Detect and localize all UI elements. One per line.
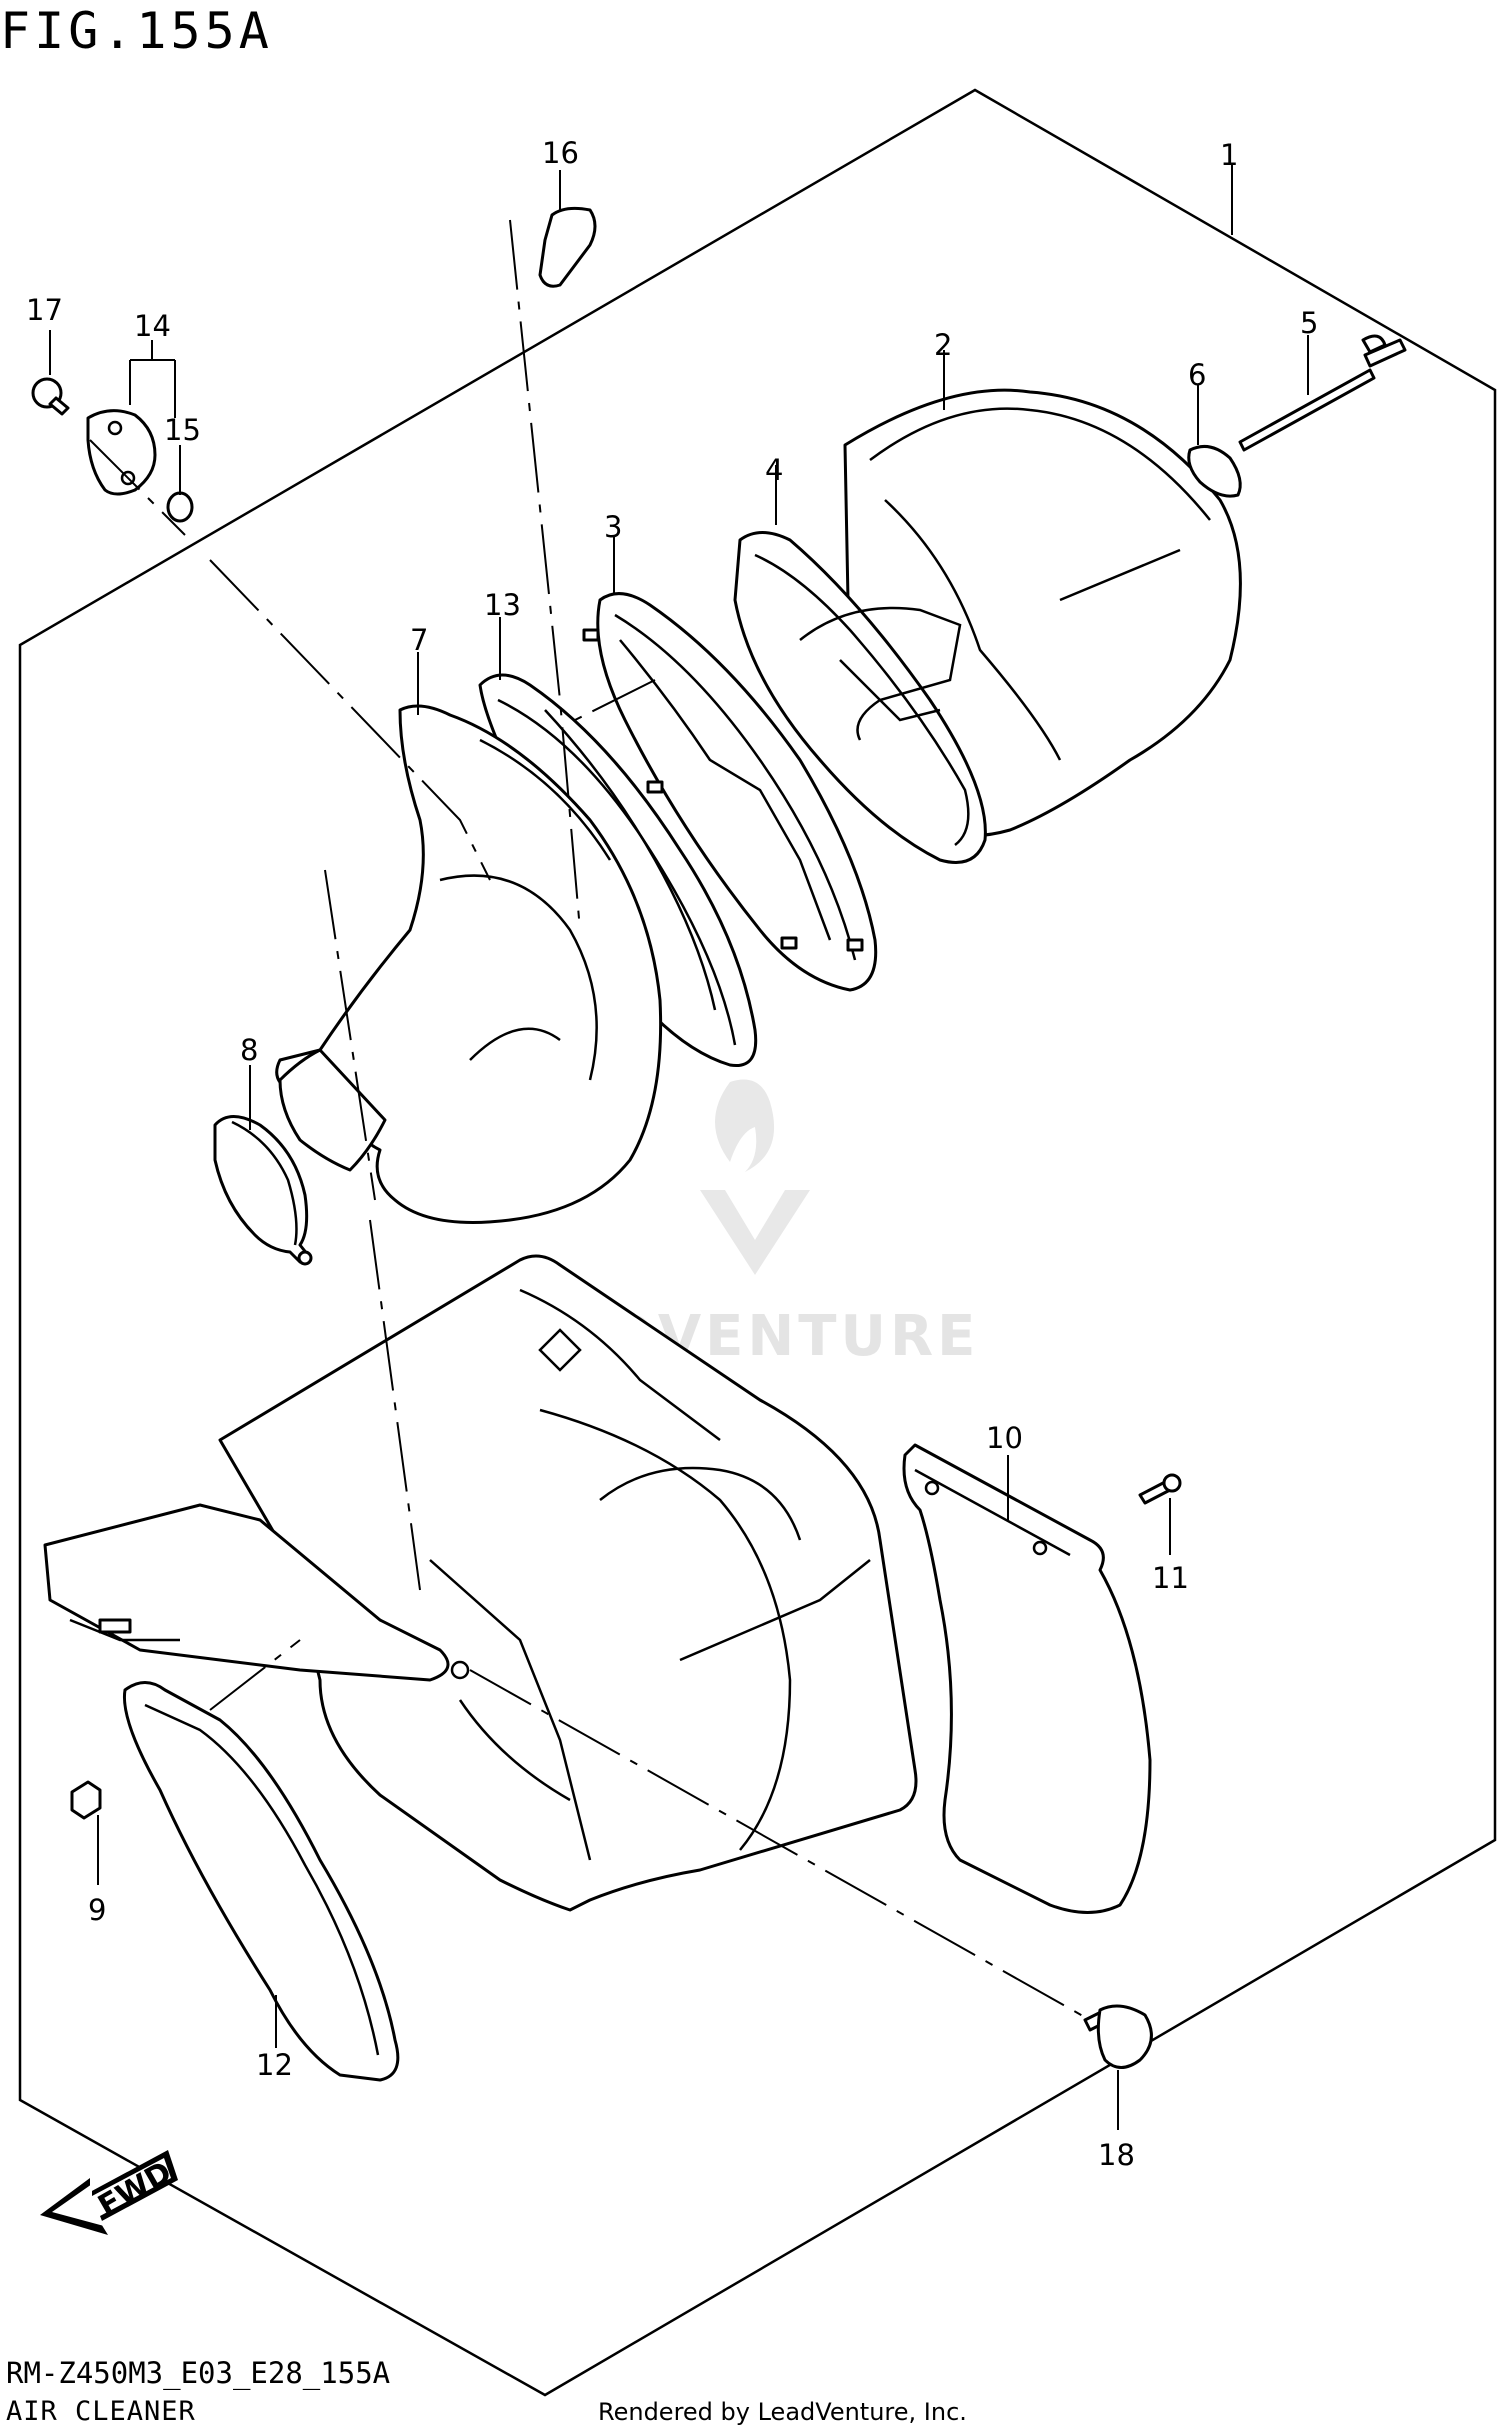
assembly-outline <box>18 88 1497 2397</box>
callout-leaders <box>49 165 1309 2130</box>
figure-code: RM-Z450M3_E03_E28_155A <box>6 2356 391 2390</box>
figure-title: FIG.155A <box>0 2 273 60</box>
callout-10: 10 <box>986 1421 1023 1455</box>
callout-1: 1 <box>1220 138 1238 172</box>
callout-6: 6 <box>1188 358 1206 392</box>
callout-9: 9 <box>88 1893 106 1927</box>
part-17-bolt <box>31 377 70 416</box>
airbox-body <box>218 1254 918 1912</box>
part-9-nut <box>70 1780 102 1820</box>
part-11-screw <box>1138 1473 1182 1505</box>
callout-11: 11 <box>1152 1561 1189 1595</box>
part-18-bolt <box>1083 2004 1153 2069</box>
part-14-breather <box>86 409 157 496</box>
callout-labels: 1 2 3 4 5 6 7 8 9 10 11 12 13 14 15 16 1… <box>26 136 1318 2172</box>
callout-16: 16 <box>542 136 579 170</box>
part-4-filter-element <box>733 531 987 864</box>
fwd-arrow-icon: FWD <box>40 2150 178 2235</box>
callout-13: 13 <box>484 588 521 622</box>
callout-2: 2 <box>934 328 952 362</box>
part-16-bracket <box>538 206 597 288</box>
figure-name: AIR CLEANER <box>6 2396 196 2427</box>
render-credit: Rendered by LeadVenture, Inc. <box>598 2398 967 2426</box>
callout-5: 5 <box>1300 306 1318 340</box>
callout-18: 18 <box>1098 2138 1135 2172</box>
part-6-washer <box>1187 444 1242 498</box>
callout-17: 17 <box>26 293 63 327</box>
part-12-gasket <box>122 1681 400 2082</box>
airbox-side-flap <box>43 1503 450 1682</box>
part-7-intake-boot <box>275 704 663 1224</box>
callout-15: 15 <box>164 413 201 447</box>
part-8-clamp <box>213 1115 313 1266</box>
part-10-side-cover <box>902 1443 1152 1914</box>
callout-8: 8 <box>240 1033 258 1067</box>
callout-12: 12 <box>256 2048 293 2082</box>
callout-3: 3 <box>604 510 622 544</box>
callout-4: 4 <box>765 453 783 487</box>
part-15-o-ring <box>166 491 194 523</box>
part-3-filter-cage <box>582 592 878 992</box>
assembly-guide-lines <box>89 219 1091 2021</box>
callout-14: 14 <box>134 309 171 343</box>
callout-7: 7 <box>410 623 428 657</box>
part-5-wing-bolt <box>1238 334 1407 452</box>
